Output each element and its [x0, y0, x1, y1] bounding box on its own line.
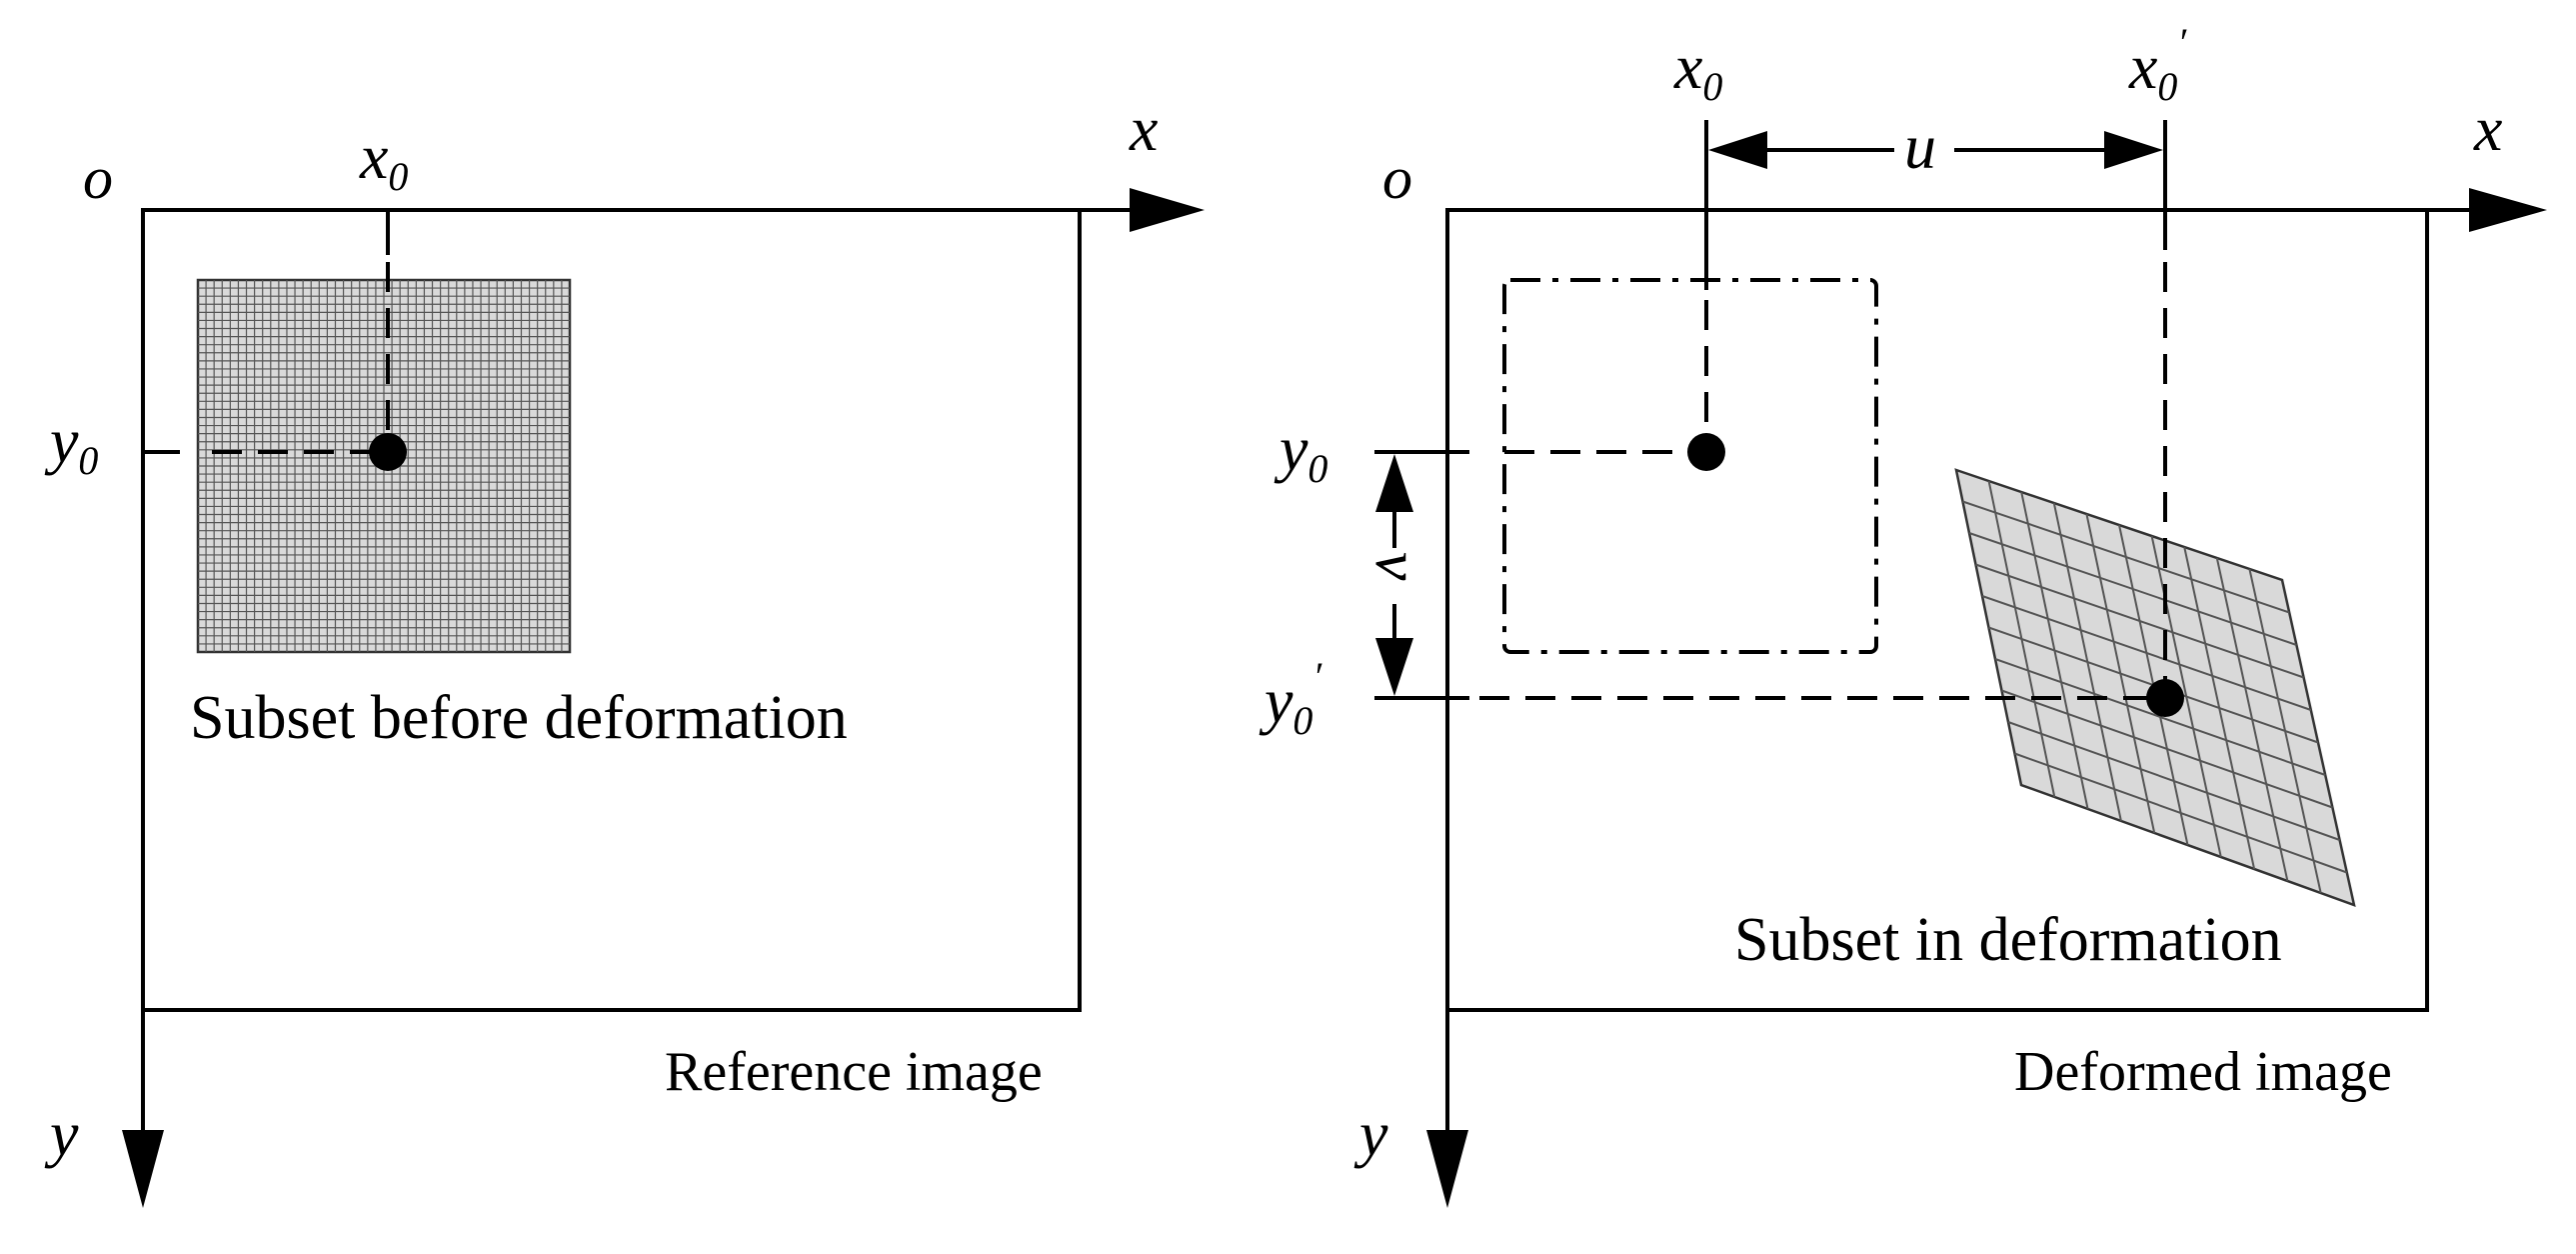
reference-image-caption: Reference image	[665, 1041, 1043, 1103]
right-y0p-subscript: 0	[1292, 698, 1312, 743]
subset-before-caption: Subset before deformation	[190, 684, 848, 752]
deformed-panel: u v o x y x0 x0′ y0 y0′ Subset in deform…	[1259, 20, 2547, 1208]
right-origin-label: o	[1382, 145, 1412, 211]
grid-line	[2014, 752, 2348, 874]
v-label-bg	[1369, 548, 1419, 604]
left-y0-subscript: 0	[78, 438, 98, 483]
u-arrowhead-left	[1708, 131, 1767, 169]
right-x0p-label: x0′	[2128, 20, 2187, 109]
right-y0-subscript: 0	[1307, 446, 1327, 491]
subset-before-grid	[196, 278, 572, 654]
right-y0p-prime: ′	[1312, 654, 1322, 699]
v-label: v	[1362, 552, 1433, 581]
left-y-axis-label: y	[44, 1098, 79, 1169]
subset-original-outline	[1502, 278, 1878, 654]
right-displaced-point	[2146, 679, 2184, 717]
v-arrowhead-bottom	[1375, 638, 1413, 696]
left-origin-label: o	[83, 145, 113, 211]
right-y0-label: y0	[1274, 413, 1327, 491]
right-x0p-subscript: 0	[2157, 64, 2177, 109]
right-x0-label: x0	[1673, 31, 1722, 109]
grid-line	[2183, 546, 2256, 870]
deformed-image-caption: Deformed image	[2014, 1041, 2392, 1103]
right-x-axis-arrowhead	[2469, 188, 2547, 232]
left-x0-subscript: 0	[388, 154, 408, 199]
grid-line	[2001, 689, 2333, 809]
u-label: u	[1904, 111, 1936, 182]
right-y-axis-label: y	[1353, 1098, 1388, 1169]
left-x-axis-label: x	[1129, 93, 1158, 164]
u-label-bg	[1894, 118, 1954, 182]
grid-line	[2007, 721, 2340, 841]
right-x0-subscript: 0	[1702, 64, 1722, 109]
reference-panel: o x y x0 y0 Subset before deformation Re…	[44, 93, 1205, 1208]
left-y-axis-arrowhead	[122, 1130, 164, 1208]
grid-line	[2248, 568, 2322, 894]
right-center-point	[1687, 433, 1725, 471]
grid-line	[2215, 557, 2289, 882]
v-arrowhead-top	[1375, 454, 1413, 512]
right-x-axis-label: x	[2473, 93, 2502, 164]
right-y-axis-arrowhead	[1426, 1130, 1468, 1208]
grid-line	[1994, 658, 2326, 776]
right-y0p-label: y0′	[1259, 654, 1322, 743]
left-x0-label: x0	[359, 121, 408, 199]
left-y0-label: y0	[44, 405, 98, 483]
u-arrowhead-right	[2104, 131, 2163, 169]
right-x0p-prime: ′	[2177, 20, 2187, 65]
left-x-axis-arrowhead	[1130, 188, 1205, 232]
subset-in-deformation-caption: Subset in deformation	[1734, 906, 2282, 974]
left-center-point	[369, 433, 407, 471]
